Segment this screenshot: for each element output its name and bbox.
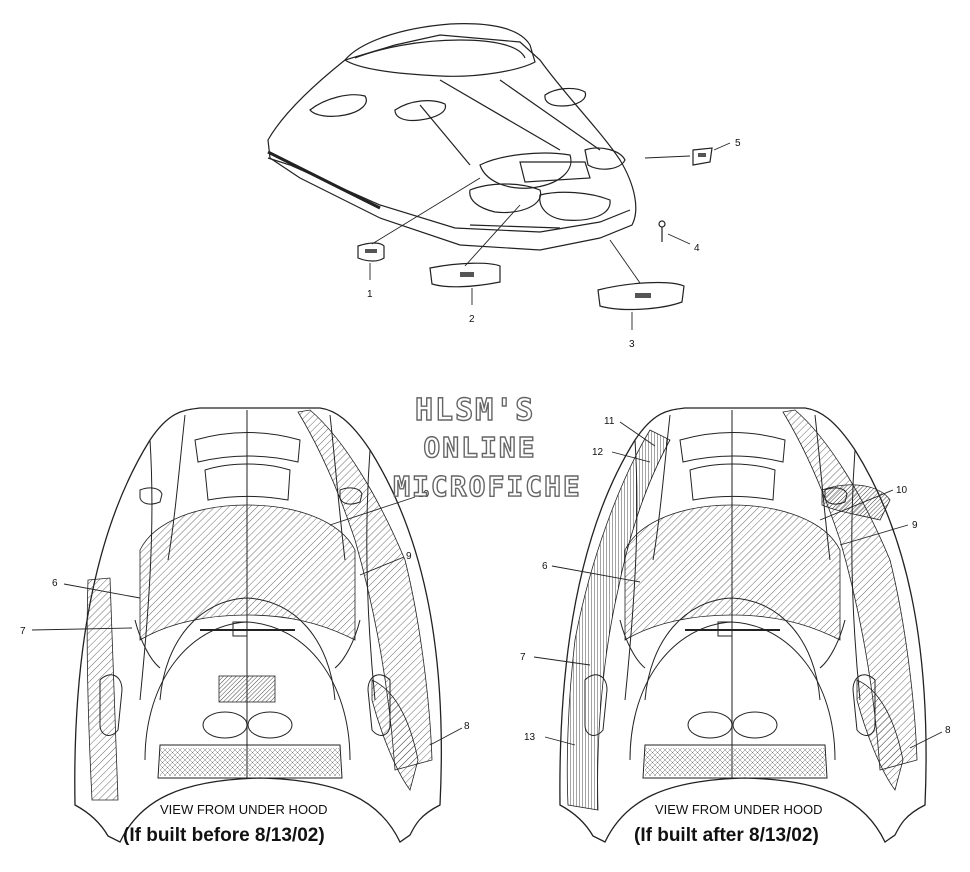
left-leaders <box>31 496 463 746</box>
watermark-line-2: ONLINE <box>423 430 537 464</box>
callout-11: 11 <box>604 416 615 427</box>
callout-10: 10 <box>418 489 430 500</box>
top-callouts: 1 2 3 4 5 <box>367 138 741 350</box>
callout-3: 3 <box>629 339 635 350</box>
right-callouts: 6 7 8 9 10 11 12 13 <box>520 416 951 743</box>
callout-5: 5 <box>735 138 741 149</box>
callout-7: 7 <box>20 626 26 637</box>
callout-12: 12 <box>592 447 604 458</box>
callout-8: 8 <box>945 725 951 736</box>
decal-5-icon <box>692 147 713 166</box>
callout-9: 9 <box>912 520 918 531</box>
right-leaders <box>533 421 943 749</box>
callout-2: 2 <box>469 314 475 325</box>
callout-13: 13 <box>524 732 536 743</box>
right-caption-view: VIEW FROM UNDER HOOD <box>655 802 823 817</box>
rivet-4-icon <box>658 220 666 242</box>
callout-1: 1 <box>367 289 373 300</box>
callout-7: 7 <box>520 652 526 663</box>
callout-9: 9 <box>406 551 412 562</box>
left-caption-view: VIEW FROM UNDER HOOD <box>160 802 328 817</box>
callout-6: 6 <box>542 561 548 572</box>
callout-6: 6 <box>52 578 58 589</box>
watermark-line-3: MICROFICHE <box>393 469 582 503</box>
callout-4: 4 <box>694 243 700 254</box>
decal-3-icon <box>597 281 685 311</box>
callout-10: 10 <box>896 485 908 496</box>
top-leaders <box>369 142 731 330</box>
hood-under-view-after <box>559 407 927 843</box>
hood-top-view <box>267 23 637 251</box>
watermark-line-1: HLSM'S <box>414 392 536 428</box>
left-callouts: 6 7 8 9 10 <box>20 489 470 732</box>
decal-1-icon <box>357 242 385 262</box>
right-caption-build: (If built after 8/13/02) <box>634 825 819 846</box>
left-caption-build: (If built before 8/13/02) <box>123 825 325 846</box>
hood-under-view-before <box>74 407 442 843</box>
callout-8: 8 <box>464 721 470 732</box>
decal-2-icon <box>429 262 501 288</box>
